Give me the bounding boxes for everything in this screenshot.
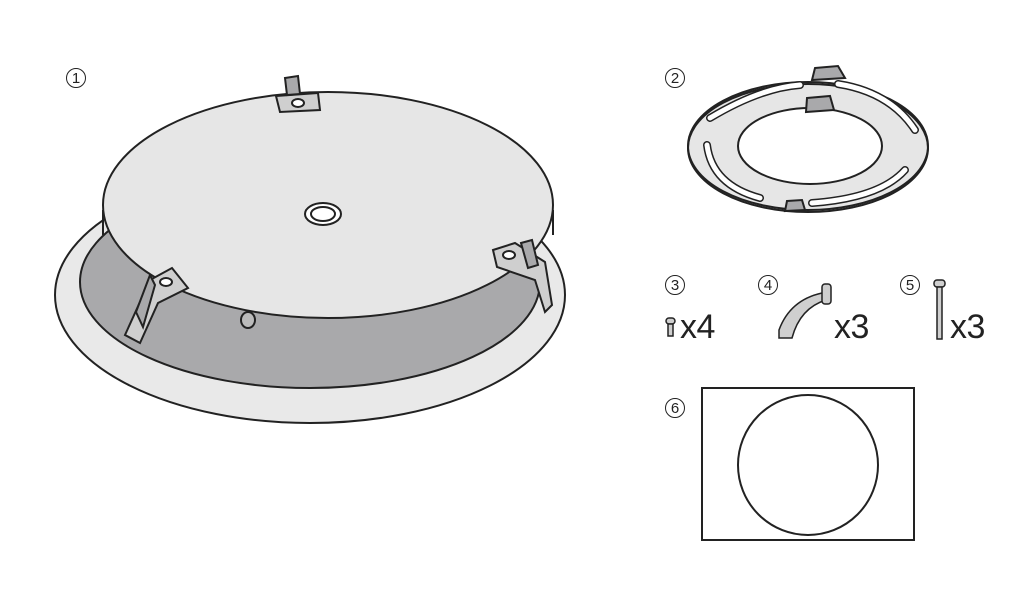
- part-number-5: 5: [900, 275, 920, 295]
- part-3-illustration: [665, 317, 676, 337]
- quantity-part-4: x3: [834, 308, 869, 346]
- part-number-3: 3: [665, 275, 685, 295]
- quantity-part-5: x3: [950, 308, 985, 346]
- part-number-4: 4: [758, 275, 778, 295]
- quantity-part-3: x4: [680, 308, 715, 346]
- part-number-2: 2: [665, 68, 685, 88]
- part-6-illustration: [701, 387, 915, 541]
- part-4-illustration: [778, 283, 832, 339]
- part-number-6: 6: [665, 398, 685, 418]
- part-1-illustration: [54, 74, 566, 424]
- part-5-illustration: [933, 279, 946, 340]
- part-2-illustration: [687, 64, 929, 213]
- part-number-1: 1: [66, 68, 86, 88]
